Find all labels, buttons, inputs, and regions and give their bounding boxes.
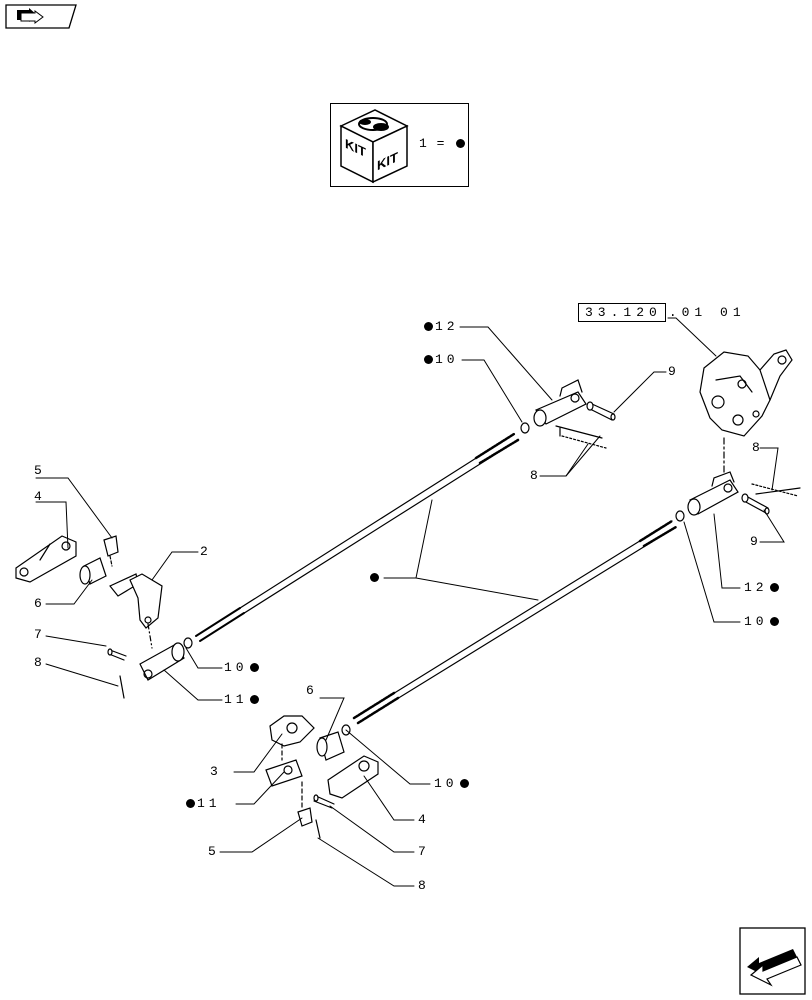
- callout-8-lower[interactable]: 8: [418, 878, 430, 893]
- upper-left-bushing: [79, 557, 107, 585]
- callout-9-upper[interactable]: 9: [668, 364, 680, 379]
- callout-3[interactable]: 3: [210, 764, 222, 779]
- callout-11-lower[interactable]: 11: [184, 797, 221, 811]
- kit-legend-text: 1 =: [419, 136, 466, 151]
- callout-10-lower-right[interactable]: 10: [744, 615, 781, 629]
- lower-rod: [352, 519, 678, 725]
- lower-left-cotter-pin: [315, 819, 321, 839]
- leader-lines: [35, 317, 785, 887]
- upper-clevis: [533, 379, 587, 427]
- callout-10-upper-right[interactable]: 10: [422, 353, 459, 367]
- callout-7-lower[interactable]: 7: [418, 844, 430, 859]
- upper-rod: [195, 432, 520, 642]
- lower-right-washer: [675, 510, 685, 522]
- upper-left-washer: [183, 637, 193, 649]
- callout-4-lower[interactable]: 4: [418, 812, 430, 827]
- callout-12-upper[interactable]: 12: [422, 320, 459, 334]
- callout-10-upper-left[interactable]: 10: [224, 661, 261, 675]
- lower-left-grease-fitting: [297, 807, 313, 827]
- kit-bullet-icon: [456, 139, 466, 149]
- kit-legend-number: 1: [419, 136, 428, 151]
- callout-8-lower-right[interactable]: 8: [752, 440, 764, 455]
- kit-bullet-icon: [249, 663, 259, 673]
- upper-right-washer: [520, 422, 530, 434]
- kit-bullet-icon: [424, 355, 433, 365]
- upper-left-cotter-pin: [119, 675, 125, 699]
- upper-left-shaft-arm: [109, 573, 163, 649]
- callout-12-lower[interactable]: 12: [744, 581, 781, 595]
- callout-7-upper[interactable]: 7: [34, 627, 46, 642]
- kit-box-icon: KIT KIT: [339, 109, 409, 184]
- callout-5-lower[interactable]: 5: [208, 844, 220, 859]
- previous-page-button[interactable]: [5, 4, 77, 29]
- callout-6-lower[interactable]: 6: [306, 683, 318, 698]
- callout-5-upper[interactable]: 5: [34, 463, 46, 478]
- callout-10-lower-left[interactable]: 10: [434, 777, 471, 791]
- callout-9-lower[interactable]: 9: [750, 534, 762, 549]
- lower-left-pin: [313, 794, 335, 809]
- previous-page-icon: [5, 4, 77, 29]
- lower-left-clevis: [265, 759, 303, 811]
- callout-2[interactable]: 2: [200, 544, 212, 559]
- lower-clevis: [687, 471, 739, 516]
- kit-legend-equals: =: [436, 136, 446, 151]
- lower-right-pin: [741, 493, 770, 515]
- callout-rods-kit[interactable]: [368, 571, 381, 585]
- upper-right-pin: [586, 401, 616, 421]
- kit-bullet-icon: [769, 583, 779, 593]
- next-page-icon: [739, 927, 806, 995]
- upper-left-pin: [107, 648, 127, 661]
- lower-right-cotter-pins: [751, 483, 801, 497]
- kit-bullet-icon: [424, 322, 433, 332]
- lower-left-bushing: [316, 731, 345, 761]
- callout-11-upper[interactable]: 11: [224, 693, 261, 707]
- kit-legend-box: KIT KIT 1 =: [330, 103, 469, 187]
- kit-bullet-icon: [459, 779, 469, 789]
- callout-8-upper[interactable]: 8: [34, 655, 46, 670]
- kit-bullet-icon: [186, 799, 195, 809]
- upper-left-clevis: [139, 642, 185, 681]
- lower-left-lever: [327, 755, 379, 799]
- callout-8-upper-right[interactable]: 8: [530, 468, 542, 483]
- section-reference-link[interactable]: 33.120 .01 01: [578, 302, 746, 322]
- section-reference-code: 33.120: [578, 302, 666, 322]
- kit-bullet-icon: [370, 573, 379, 583]
- upper-left-lever: [15, 535, 77, 583]
- kit-bullet-icon: [769, 617, 779, 627]
- upper-right-cotter-pins: [555, 425, 607, 449]
- upper-left-grease-fitting: [103, 535, 119, 567]
- lift-bracket: [699, 349, 793, 473]
- lower-left-shaft-arm: [269, 715, 315, 761]
- callout-4-upper[interactable]: 4: [34, 489, 46, 504]
- section-reference-suffix: .01 01: [668, 304, 746, 320]
- next-page-button[interactable]: [739, 927, 806, 995]
- callout-6-upper[interactable]: 6: [34, 596, 46, 611]
- kit-bullet-icon: [249, 695, 259, 705]
